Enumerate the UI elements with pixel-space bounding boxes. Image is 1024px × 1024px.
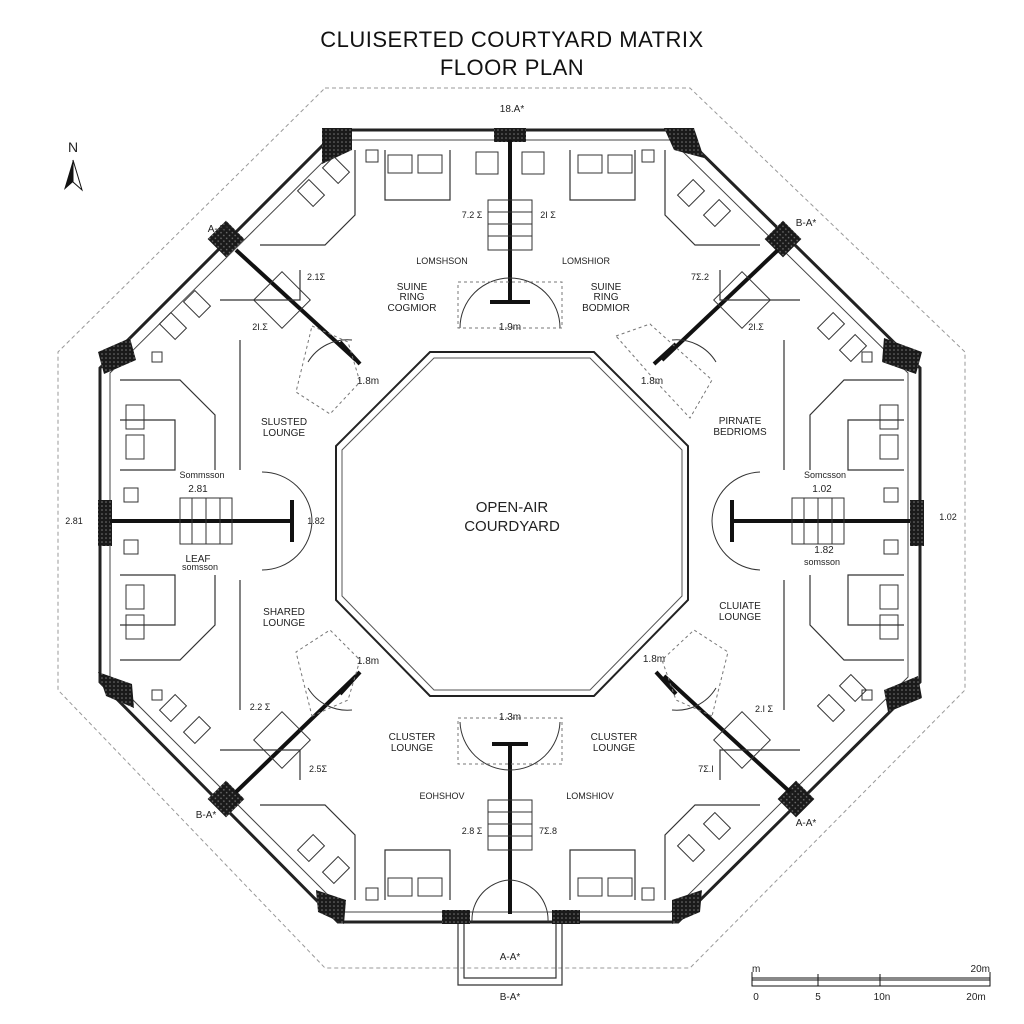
room-label-top-left-1: SUINE — [397, 282, 428, 293]
faded-label: Somcsson — [804, 470, 846, 480]
dimension-upper-left-door: 1.8m — [357, 376, 379, 387]
faded-label: LOMSHIOV — [566, 791, 614, 801]
faded-label: Sommsson — [179, 470, 224, 480]
stair-tag: 2Ι Σ — [540, 210, 556, 220]
faded-label: somsson — [804, 557, 840, 567]
faded-label: LOMSHSON — [416, 256, 468, 266]
circulation-zones — [295, 281, 729, 765]
room-label-right-lower-1: CLUIATE — [719, 601, 761, 612]
courtyard-label-line2: COURDYARD — [464, 518, 560, 535]
scale-unit-left: m — [752, 964, 760, 975]
scale-tick-label: 5 — [815, 992, 821, 1003]
stair-tag: 1.02 — [939, 512, 957, 522]
dimension-bottom: 1.3m — [499, 712, 521, 723]
stair-tag: 2.5Σ — [309, 764, 328, 774]
north-label: N — [68, 139, 78, 155]
faded-label: LOMSHIOR — [562, 256, 611, 266]
section-marker-top: 18.A* — [500, 104, 525, 115]
dimension-right-side: 1.02 — [812, 484, 832, 495]
room-label-left-lower-1: SHARED — [263, 607, 305, 618]
plan-title-line2: FLOOR PLAN — [439, 55, 585, 80]
dimension-top: 1.9m — [499, 322, 521, 333]
scale-unit-right: 20m — [971, 964, 990, 975]
stair-tag: 7Σ.2 — [691, 272, 709, 282]
room-label-right-lower-2: LOUNGE — [719, 612, 762, 623]
section-marker-below: B-A* — [500, 992, 521, 1003]
stair-tag: 2.1Σ — [307, 272, 326, 282]
room-label-top-left-3: COGMIOR — [388, 303, 437, 314]
section-marker-bottom-right: A-A* — [796, 818, 817, 829]
dimension-right-side-2: 1.82 — [814, 545, 834, 556]
courtyard — [335, 351, 689, 697]
scale-tick-label: 10n — [874, 992, 891, 1003]
room-label-bottom-right-1: CLUSTER — [591, 732, 638, 743]
door-swings — [261, 277, 761, 923]
structural-columns — [98, 128, 924, 924]
stair-tag: 2Ι.Σ — [748, 322, 764, 332]
room-label-left-lower-2: LOUNGE — [263, 618, 306, 629]
partition-walls — [110, 140, 910, 914]
dimension-upper-right-door: 1.8m — [641, 376, 663, 387]
faded-label: EOHSHOV — [419, 791, 464, 801]
scale-tick-label: 20m — [966, 992, 985, 1003]
room-label-left-leaf: LEAF — [185, 554, 210, 565]
stair-tag: 2.Ι Σ — [755, 704, 774, 714]
stair-tag: 7Σ.Ι — [698, 764, 714, 774]
stair-tag: 7Σ.8 — [539, 826, 557, 836]
furniture — [123, 149, 899, 901]
scale-tick-label: 0 — [753, 992, 759, 1003]
room-label-bottom-left-2: LOUNGE — [391, 743, 434, 754]
north-arrow-icon — [64, 159, 83, 192]
room-label-top-right-2: RING — [594, 292, 619, 303]
room-label-left-upper-2: LOUNGE — [263, 428, 306, 439]
dimension-left-side: 2.81 — [188, 484, 208, 495]
courtyard-label-line1: OPEN-AIR — [476, 499, 549, 516]
room-label-bottom-right-2: LOUNGE — [593, 743, 636, 754]
stair-tag: 2.2 Σ — [250, 702, 271, 712]
plan-title-line1: CLUISERTED COURTYARD MATRIX — [320, 27, 704, 52]
room-partitions — [120, 150, 904, 900]
room-label-right-upper-2: BEDRIOMS — [713, 427, 767, 438]
stair-tag: 1.82 — [307, 516, 325, 526]
faded-label: somsson — [182, 562, 218, 572]
stair-tag: 2Ι.Σ — [252, 322, 268, 332]
section-marker-top-left: A-A* — [208, 224, 229, 235]
outer-dimension-outline — [57, 87, 966, 969]
room-label-top-right-1: SUINE — [591, 282, 622, 293]
section-marker-bottom-left: B-A* — [196, 810, 217, 821]
stair-tag: 7.2 Σ — [462, 210, 483, 220]
room-label-left-upper-1: SLUSTED — [261, 417, 307, 428]
stair-blocks — [179, 151, 845, 851]
scale-bar — [751, 972, 991, 987]
dimension-lower-left-door: 1.8m — [357, 656, 379, 667]
dimension-lower-right-door: 1.8m — [643, 654, 665, 665]
entry-vestibule — [457, 924, 563, 986]
plan-title: CLUISERTED COURTYARD MATRIX FLOOR PLAN — [0, 26, 1024, 82]
stair-tag: 2.8 Σ — [462, 826, 483, 836]
stair-tag: 2.81 — [65, 516, 83, 526]
section-marker-entry: A-A* — [500, 952, 521, 963]
room-label-right-upper-1: PIRNATE — [719, 416, 762, 427]
exterior-walls — [98, 128, 922, 924]
room-label-top-left-2: RING — [400, 292, 425, 303]
section-marker-top-right: B-A* — [796, 218, 817, 229]
room-label-bottom-left-1: CLUSTER — [389, 732, 436, 743]
room-label-top-right-3: BODMIOR — [582, 303, 630, 314]
